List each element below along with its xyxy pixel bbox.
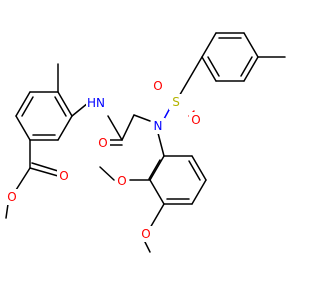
- bond-ring1-3b: [21, 96, 34, 117]
- atom-labels: S O O N HN O O O: [5, 78, 203, 242]
- bond-ring2-1b: [148, 159, 161, 180]
- bond-ring2-1: [149, 155, 165, 181]
- atom-o5-label: O: [7, 190, 16, 204]
- bond-tolyl-s: [177, 56, 203, 99]
- atom-o-ester-carbonyl: O: [57, 168, 71, 184]
- atom-o-methoxy-2: O: [139, 226, 153, 242]
- atom-o7-label: O: [141, 227, 150, 241]
- atom-o-methoxy-1: O: [115, 173, 129, 189]
- bonds: [5, 32, 286, 253]
- atom-o2-label: O: [191, 113, 200, 127]
- bond-ring1-1: [57, 91, 73, 117]
- bond-ring1-6: [57, 115, 73, 141]
- atom-nh-label: HN: [87, 96, 105, 110]
- bond-tolyl-4: [201, 56, 217, 82]
- bond-tolyl-3: [201, 32, 217, 58]
- molecule-structure: S O O N HN O O O: [5, 32, 286, 253]
- bond-ring1-4: [15, 115, 31, 141]
- atom-o-amide: O: [96, 135, 110, 151]
- atom-o-sulfonyl-2: O: [189, 112, 203, 128]
- atom-o6-label: O: [117, 174, 126, 188]
- atom-o-sulfonyl-1: O: [151, 78, 165, 94]
- atom-s: S: [169, 94, 183, 110]
- bond-co-nh: [107, 115, 123, 141]
- bond-ring2-4: [191, 179, 207, 205]
- bond-n-aryl2: [157, 132, 165, 157]
- bond-ring2-5: [191, 155, 207, 181]
- atom-o1-label: O: [153, 79, 162, 93]
- atom-o4-label: O: [59, 169, 68, 183]
- bond-tolyl-1: [243, 32, 259, 58]
- bond-ring2-2: [149, 179, 165, 205]
- bond-ester-ome: [5, 203, 9, 219]
- atom-nh-amide: HN: [86, 95, 106, 111]
- bond-ring1-3: [15, 91, 31, 117]
- bond-tolyl-4b: [207, 56, 220, 77]
- atom-o3-label: O: [98, 136, 107, 150]
- bond-ester-co-b: [31, 162, 59, 172]
- bond-tolyl-6b: [240, 56, 253, 77]
- bond-nh-aryl: [71, 102, 89, 117]
- bond-o6-me: [99, 166, 115, 181]
- bond-ch2-co: [121, 114, 135, 141]
- bond-ring1-1b: [54, 96, 67, 117]
- bond-ring2-5b: [188, 160, 201, 181]
- atom-s-label: S: [172, 95, 180, 109]
- bond-ester-co: [29, 167, 59, 177]
- atom-o-ester: O: [5, 189, 19, 205]
- bond-ester-o: [15, 167, 31, 191]
- atom-n-sulfonamide: N: [151, 118, 165, 134]
- bond-n-ch2: [133, 114, 151, 122]
- bond-ring2-o7: [149, 203, 165, 229]
- atom-n1-label: N: [154, 119, 163, 133]
- bond-tolyl-6: [243, 56, 259, 82]
